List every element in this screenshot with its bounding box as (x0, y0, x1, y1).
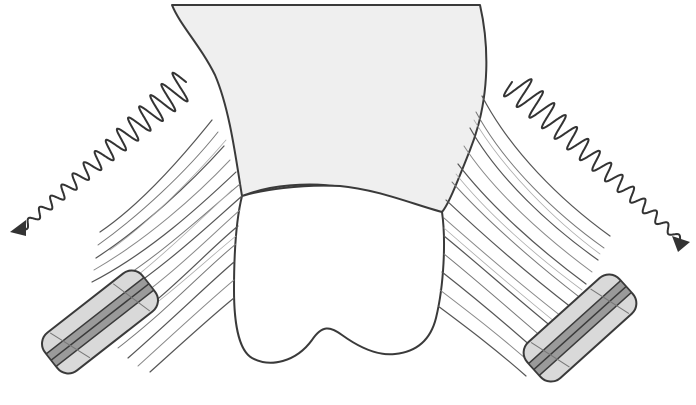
upper-structure (172, 5, 486, 212)
right-clamp (518, 269, 642, 388)
left-clamp (36, 265, 163, 379)
left-arrowhead (10, 220, 26, 236)
left-wave-arrow (10, 73, 188, 236)
crown (234, 186, 444, 363)
